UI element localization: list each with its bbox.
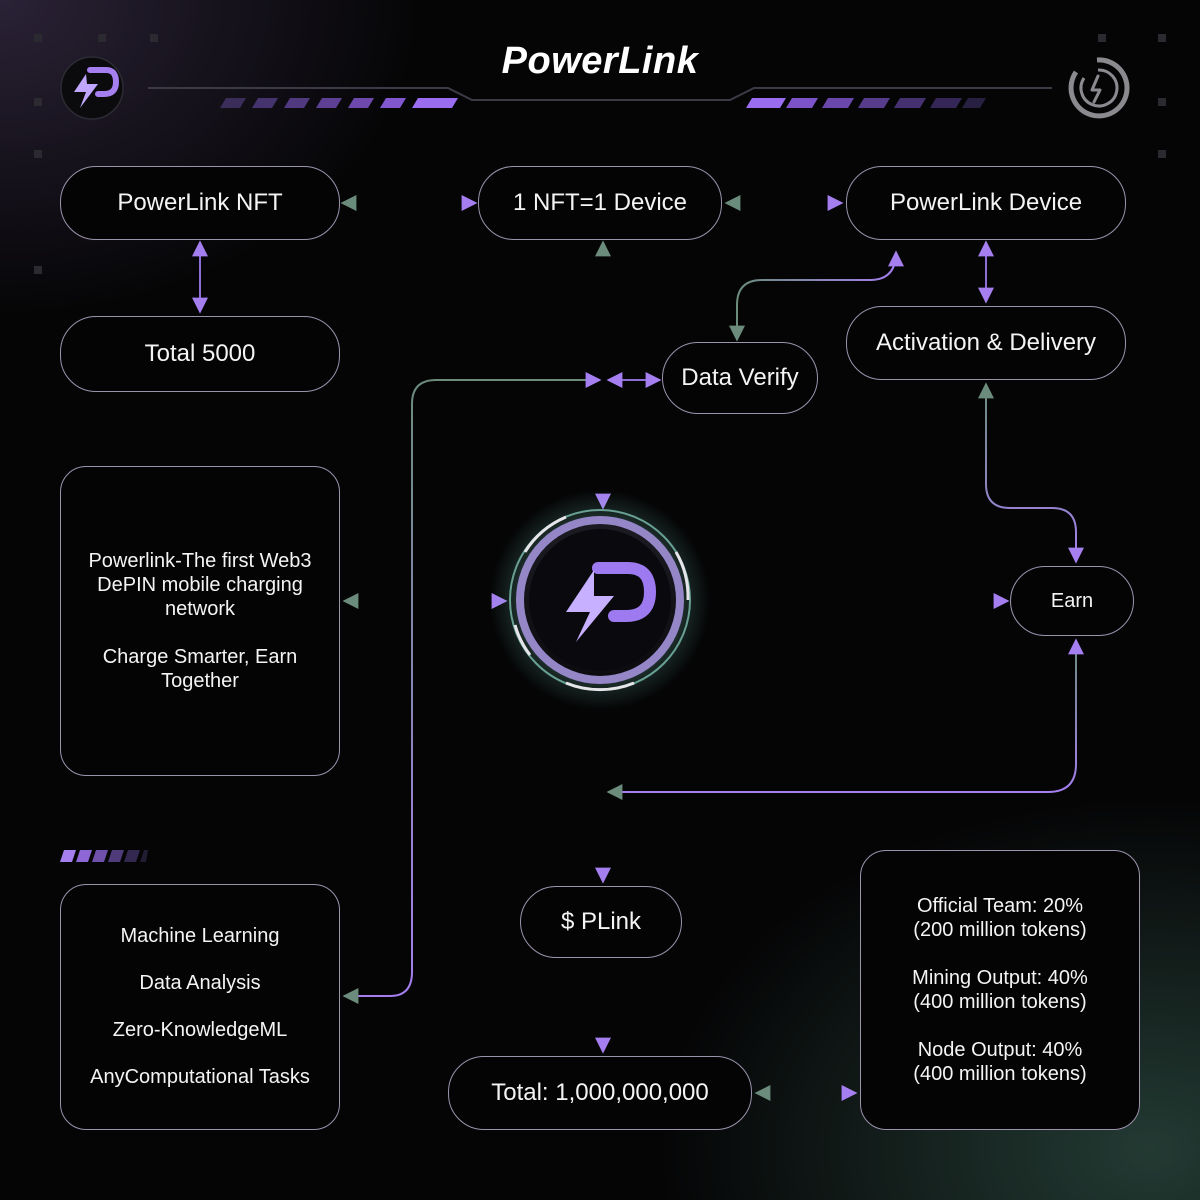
node-total-supply: Total: 1,000,000,000 — [448, 1056, 752, 1130]
about-panel: Powerlink-The first Web3 DePIN mobile ch… — [60, 466, 340, 776]
node-label: Earn — [1050, 589, 1094, 612]
node-label: $ PLink — [560, 908, 642, 935]
task-item: Machine Learning — [120, 925, 280, 947]
edge-tasks-verify — [342, 372, 602, 1004]
task-item: Data Analysis — [139, 972, 261, 994]
node-powerlink-nft: PowerLink NFT — [60, 166, 340, 240]
hub-logo — [490, 490, 710, 710]
node-activation-delivery: Activation & Delivery — [846, 306, 1126, 380]
node-earn: Earn — [1010, 566, 1134, 636]
allocation-line: Mining Output: 40% — [912, 967, 1088, 989]
allocation-line: Official Team: 20% — [916, 895, 1083, 917]
node-label: PowerLink NFT — [117, 189, 283, 216]
node-label: Total 5000 — [144, 340, 256, 367]
header-stripes-right — [746, 98, 986, 108]
about-line: Charge Smarter, Earn — [102, 646, 298, 668]
about-line: DePIN mobile charging — [97, 574, 303, 596]
task-item: AnyComputational Tasks — [90, 1066, 310, 1088]
logo-icon — [60, 56, 124, 120]
allocation-line: (200 million tokens) — [913, 919, 1087, 941]
edge-verify-device — [729, 250, 904, 342]
node-label: 1 NFT=1 Device — [512, 189, 688, 216]
about-line: Together — [161, 670, 239, 692]
background-dots — [34, 34, 1166, 274]
section-stripes — [60, 850, 148, 862]
edge-activation-earn — [978, 382, 1084, 564]
connectors — [192, 195, 1084, 1101]
allocation-panel: Official Team: 20% (200 million tokens) … — [860, 850, 1140, 1130]
node-label: PowerLink Device — [889, 189, 1083, 216]
node-one-nft-device: 1 NFT=1 Device — [478, 166, 722, 240]
charge-cycle-icon — [1068, 57, 1130, 119]
task-item: Zero-KnowledgeML — [112, 1019, 288, 1041]
node-label: Total: 1,000,000,000 — [491, 1079, 709, 1106]
node-label: Activation & Delivery — [875, 329, 1097, 356]
node-plink: $ PLink — [520, 886, 682, 958]
header-frame — [148, 87, 1052, 101]
node-total-nft: Total 5000 — [60, 316, 340, 392]
node-label: Data Verify — [681, 364, 799, 391]
node-powerlink-device: PowerLink Device — [846, 166, 1126, 240]
allocation-line: Node Output: 40% — [917, 1039, 1083, 1061]
header-stripes-left — [220, 98, 458, 108]
about-line: Powerlink-The first Web3 — [88, 550, 312, 572]
node-data-verify: Data Verify — [662, 342, 818, 414]
about-line: network — [164, 598, 236, 620]
allocation-line: (400 million tokens) — [913, 1063, 1087, 1085]
edge-earn-loop — [606, 638, 1084, 800]
allocation-line: (400 million tokens) — [913, 991, 1087, 1013]
page-title: PowerLink — [501, 40, 699, 82]
tasks-panel: Machine Learning Data Analysis Zero-Know… — [60, 884, 340, 1130]
